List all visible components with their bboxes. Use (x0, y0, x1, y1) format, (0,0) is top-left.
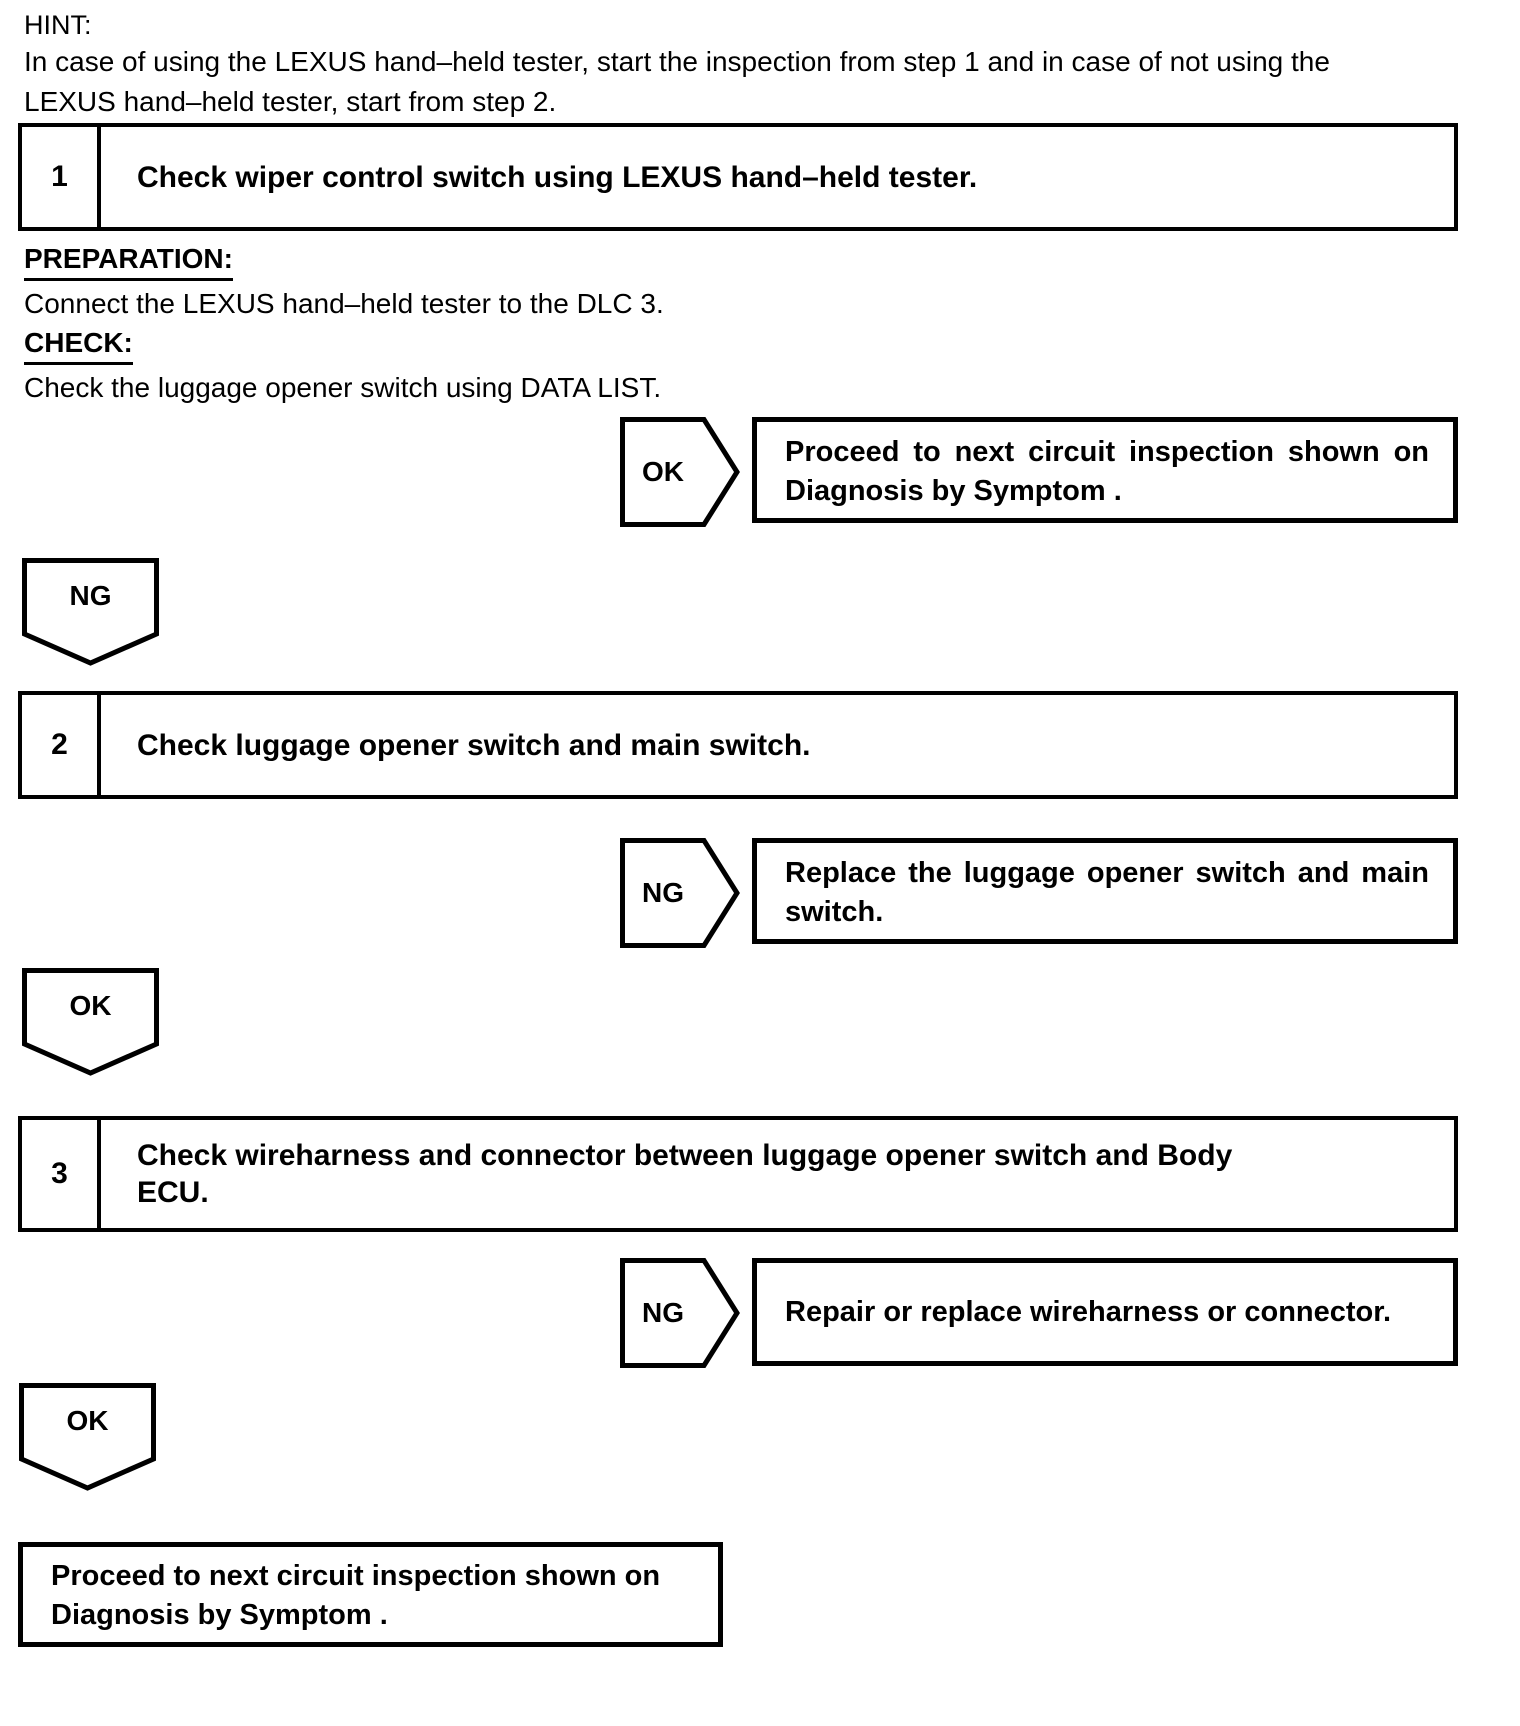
result-step2-line2: switch. (785, 896, 884, 928)
step-1-box: 1 Check wiper control switch using LEXUS… (18, 123, 1458, 231)
ng-arrow-label: NG (642, 1297, 684, 1328)
down-pentagon-icon (22, 968, 159, 1076)
down-pentagon-icon (22, 558, 159, 666)
ng-arrow-badge-step3: NG (620, 1258, 740, 1368)
step-3-title-line1: Check wireharness and connector between … (137, 1139, 1233, 1172)
ok-flow-badge-after-step2: OK (22, 968, 159, 1076)
right-arrow-pentagon-icon (620, 1258, 740, 1368)
preparation-heading-wrap: PREPARATION: (24, 243, 233, 281)
result-box-step3: Repair or replace wireharness or connect… (752, 1258, 1458, 1366)
right-arrow-pentagon-icon (620, 838, 740, 948)
step-3-box: 3 Check wireharness and connector betwee… (18, 1116, 1458, 1232)
ng-flow-badge-label: NG (69, 580, 112, 611)
check-text: Check the luggage opener switch using DA… (24, 372, 662, 403)
check-heading-wrap: CHECK: (24, 327, 133, 365)
result-step1-line2: Diagnosis by Symptom . (785, 475, 1122, 507)
step-2-title: Check luggage opener switch and main swi… (137, 728, 811, 762)
step-3-title-line2: ECU. (137, 1176, 209, 1209)
result-step2-line1: Replace the luggage opener switch and ma… (785, 857, 1429, 889)
ok-flow-badge-label: OK (66, 1405, 109, 1436)
step-3-number: 3 (22, 1120, 101, 1228)
step-1-title: Check wiper control switch using LEXUS h… (137, 160, 978, 194)
hint-label: HINT: (24, 10, 92, 40)
right-arrow-pentagon-icon (620, 417, 740, 527)
result-step3-line1: Repair or replace wireharness or connect… (785, 1295, 1392, 1328)
check-label: CHECK: (24, 327, 133, 365)
ok-arrow-label: OK (642, 456, 684, 487)
ng-arrow-badge-step2: NG (620, 838, 740, 948)
preparation-text: Connect the LEXUS hand–held tester to th… (24, 288, 664, 319)
hint-text-line-1: In case of using the LEXUS hand–held tes… (24, 46, 1330, 77)
down-pentagon-icon (19, 1383, 156, 1491)
step-1-number: 1 (22, 127, 101, 227)
hint-text-line-2: LEXUS hand–held tester, start from step … (24, 86, 557, 117)
ok-flow-badge-after-step3: OK (19, 1383, 156, 1491)
ng-flow-badge-after-step1: NG (22, 558, 159, 666)
ok-flow-badge-label: OK (69, 990, 112, 1021)
step-2-number: 2 (22, 695, 101, 795)
ok-arrow-badge-step1: OK (620, 417, 740, 527)
final-result-line1: Proceed to next circuit inspection shown… (51, 1560, 661, 1592)
preparation-label: PREPARATION: (24, 243, 233, 281)
step-2-box: 2 Check luggage opener switch and main s… (18, 691, 1458, 799)
ng-arrow-label: NG (642, 877, 684, 908)
result-box-step2: Replace the luggage opener switch and ma… (752, 838, 1458, 944)
final-result-line2: Diagnosis by Symptom . (51, 1599, 388, 1631)
final-result-box: Proceed to next circuit inspection shown… (18, 1542, 723, 1647)
result-box-step1: Proceed to next circuit inspection shown… (752, 417, 1458, 523)
result-step1-line1: Proceed to next circuit inspection shown… (785, 436, 1429, 468)
